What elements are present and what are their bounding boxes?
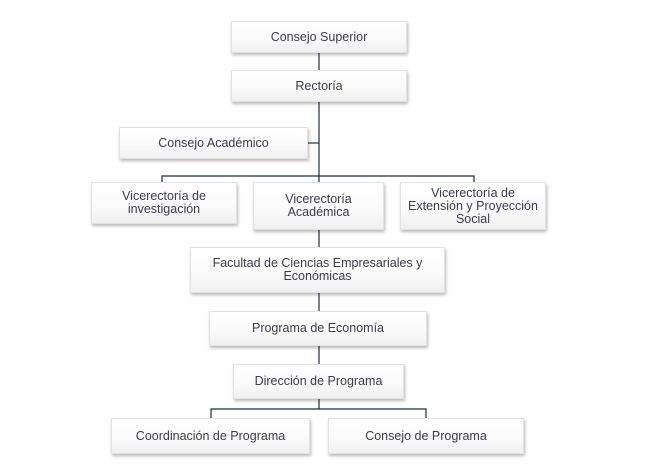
- node-vicerrectoria-academica: Vicerectoría Académica: [253, 182, 384, 230]
- node-consejo-programa-label: Consejo de Programa: [365, 428, 487, 443]
- node-coordinacion-programa-label: Coordinación de Programa: [135, 428, 286, 443]
- node-consejo-superior-label: Consejo Superior: [270, 29, 368, 44]
- connector-vicerrectorias-bracket: [161, 175, 475, 182]
- node-programa-economia: Programa de Economía: [209, 311, 427, 346]
- node-vicerrectoria-academica-label: Vicerectoría Académica: [285, 192, 352, 219]
- node-direccion-programa: Dirección de Programa: [233, 364, 404, 399]
- node-vicerrectoria-extension-label: Vicerectoría de Extensión y Proyección S…: [408, 185, 538, 226]
- node-vicerrectoria-extension: Vicerectoría de Extensión y Proyección S…: [400, 182, 546, 230]
- node-consejo-programa: Consejo de Programa: [328, 418, 524, 454]
- node-vicerrectoria-investigacion: Vicerectoría de investigación: [91, 182, 237, 224]
- node-vicerrectoria-investigacion-label: Vicerectoría de investigación: [122, 189, 206, 216]
- node-coordinacion-programa: Coordinación de Programa: [111, 418, 310, 454]
- connector-direccion-bracket: [210, 408, 427, 418]
- node-rectoria: Rectoría: [231, 70, 407, 102]
- node-facultad: Facultad de Ciencias Empresariales y Eco…: [190, 247, 445, 293]
- node-rectoria-label: Rectoría: [295, 78, 343, 93]
- node-facultad-label: Facultad de Ciencias Empresariales y Eco…: [212, 256, 423, 283]
- node-consejo-academico: Consejo Académico: [119, 127, 308, 159]
- node-direccion-programa-label: Dirección de Programa: [254, 374, 383, 388]
- node-programa-economia-label: Programa de Economía: [251, 321, 384, 335]
- node-consejo-superior: Consejo Superior: [231, 21, 407, 53]
- node-consejo-academico-label: Consejo Académico: [158, 135, 269, 150]
